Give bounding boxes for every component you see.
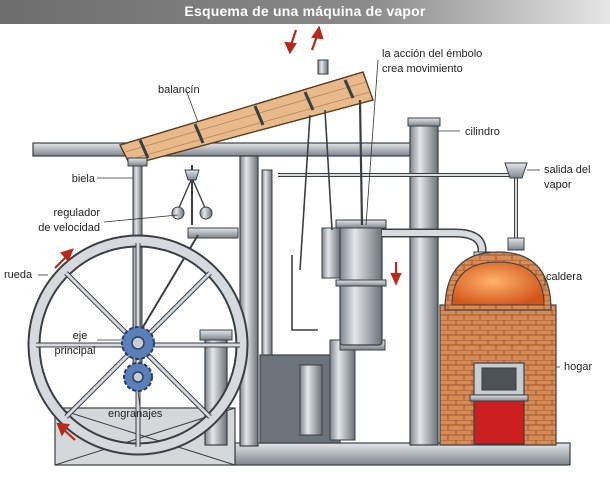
steam-pipe bbox=[278, 162, 528, 263]
flywheel bbox=[27, 234, 249, 456]
main-frame-bar bbox=[32, 142, 434, 157]
label-piston-line1: la acción del émbolo bbox=[382, 48, 483, 60]
gears bbox=[121, 326, 155, 392]
label-caldera: caldera bbox=[546, 271, 583, 283]
walking-beam bbox=[119, 59, 374, 166]
label-regulador-line2: de velocidad bbox=[38, 222, 100, 234]
motion-arrows bbox=[54, 25, 402, 441]
title-bar-background bbox=[0, 0, 610, 24]
title-bar: Esquema de una máquina de vapor bbox=[0, 0, 610, 24]
diagram-title: Esquema de una máquina de vapor bbox=[184, 3, 426, 19]
leader-lines bbox=[38, 59, 560, 408]
boiler-furnace bbox=[439, 251, 557, 446]
label-hogar: hogar bbox=[564, 361, 593, 373]
label-cilindro: cilindro bbox=[465, 126, 500, 138]
label-piston-line2: crea movimiento bbox=[382, 63, 463, 75]
label-salida-line2: vapor bbox=[544, 179, 572, 191]
label-biela: biela bbox=[71, 173, 95, 185]
label-engranajes: engranajes bbox=[108, 408, 163, 420]
label-salida-line1: salida del bbox=[544, 164, 591, 176]
cylinder-column bbox=[407, 117, 441, 446]
piston-rods bbox=[291, 99, 364, 331]
label-eje-line1: eje bbox=[72, 330, 88, 342]
label-eje-line2: principal bbox=[54, 345, 96, 357]
label-rueda: rueda bbox=[4, 269, 33, 281]
piston-cylinder bbox=[321, 219, 387, 346]
label-regulador-line1: regulador bbox=[53, 207, 100, 219]
label-balancin: balancín bbox=[158, 84, 200, 96]
lower-machinery bbox=[259, 339, 386, 444]
